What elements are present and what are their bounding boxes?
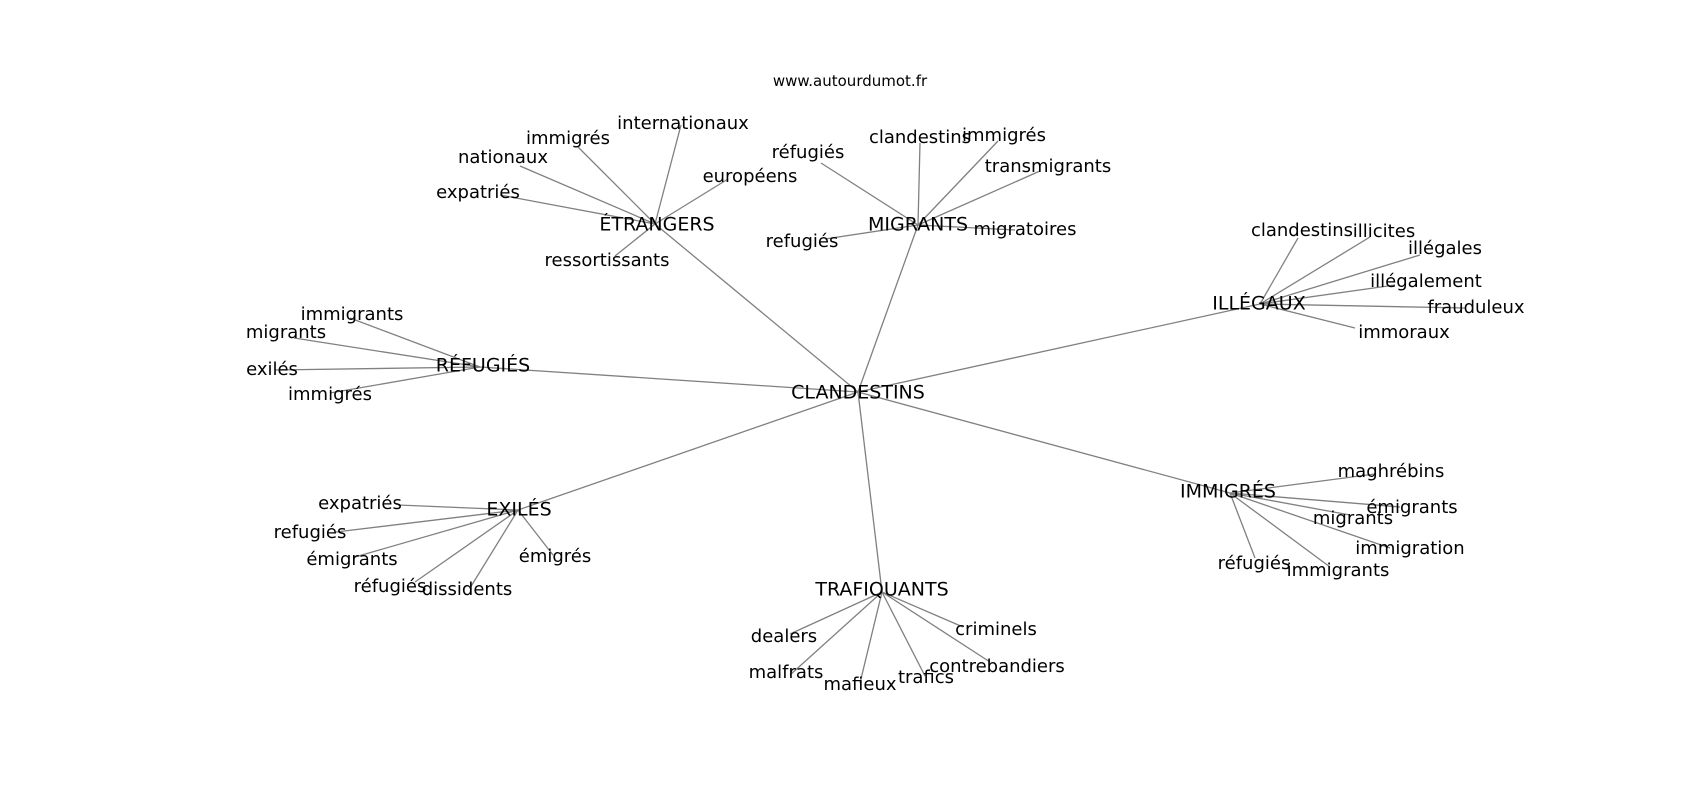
edge-exiles-dissidents	[469, 509, 519, 589]
edge-illegaux-illicites	[1259, 236, 1371, 305]
edge-exiles-emigrants	[354, 509, 519, 558]
leaf-node-migrants[interactable]: migrants	[246, 322, 326, 343]
hub-node-migrants[interactable]: MIGRANTS	[868, 214, 968, 236]
leaf-node-immigration[interactable]: immigration	[1355, 538, 1464, 559]
edge-exiles-emigres	[517, 509, 554, 556]
edge-exiles-refugies	[335, 509, 519, 533]
leaf-node-migratoires[interactable]: migratoires	[974, 219, 1077, 240]
leaf-node-immigrants[interactable]: immigrants	[301, 304, 404, 325]
edge-refugies-migrants	[293, 337, 481, 368]
leaf-node-exiles[interactable]: exilés	[246, 359, 298, 380]
edge-immigres-immigration	[1229, 492, 1391, 549]
hub-node-illegaux[interactable]: ILLÉGAUX	[1212, 292, 1305, 315]
edge-illegaux-clandestins	[1259, 237, 1299, 305]
leaf-node-criminels[interactable]: criminels	[955, 619, 1037, 640]
edge-etrangers-expatries	[499, 194, 656, 225]
edge-refugies-immigrants	[349, 317, 481, 368]
root-node-label[interactable]: CLANDESTINS	[791, 382, 925, 404]
edge-illegaux-immoraux	[1259, 303, 1356, 329]
edge-refugies-immigres	[329, 366, 481, 394]
edge-root-immigres	[857, 391, 1231, 494]
edges	[274, 124, 1466, 684]
leaf-node-clandestins[interactable]: clandestins	[1251, 220, 1353, 241]
leaf-node-immigres[interactable]: immigrés	[526, 128, 610, 149]
leaf-node-contrebandiers[interactable]: contrebandiers	[929, 656, 1065, 677]
leaf-node-dissidents[interactable]: dissidents	[422, 579, 513, 600]
edge-migrants-immigres	[917, 140, 999, 226]
hub-node-immigres[interactable]: IMMIGRÉS	[1180, 480, 1276, 503]
leaf-node-frauduleux[interactable]: frauduleux	[1427, 297, 1524, 318]
leaf-node-migrants[interactable]: migrants	[1313, 508, 1393, 529]
leaf-node-maghrebins[interactable]: maghrébins	[1338, 461, 1445, 482]
edge-root-exiles	[517, 391, 859, 511]
edge-illegaux-illegalement	[1259, 284, 1396, 305]
leaf-node-transmigrants[interactable]: transmigrants	[985, 156, 1112, 177]
edge-etrangers-ressortissants	[614, 223, 656, 257]
leaf-node-immigres[interactable]: immigrés	[962, 125, 1046, 146]
leaf-node-expatries[interactable]: expatriés	[318, 493, 402, 514]
edge-trafiquants-contrebandiers	[881, 591, 991, 663]
leaf-node-refugies[interactable]: réfugiés	[1218, 553, 1291, 574]
watermark: www.autourdumot.fr	[772, 72, 928, 90]
labels: CLANDESTINS ÉTRANGERS internationaux immigr…	[246, 113, 1525, 695]
leaf-node-nationaux[interactable]: nationaux	[458, 147, 548, 168]
leaf-node-europeens[interactable]: européens	[703, 166, 798, 187]
edge-trafiquants-malfrats	[789, 591, 883, 676]
leaf-node-malfrats[interactable]: malfrats	[749, 662, 824, 683]
edge-root-trafiquants	[857, 391, 883, 593]
edge-illegaux-frauduleux	[1259, 303, 1466, 309]
edge-trafiquants-mafieux	[859, 591, 883, 684]
edge-refugies-exiles	[274, 366, 481, 371]
edge-root-refugies	[479, 366, 859, 393]
edge-etrangers-europeens	[654, 178, 729, 225]
leaf-node-immigrants[interactable]: immigrants	[1287, 560, 1390, 581]
leaf-node-illicites[interactable]: illicites	[1353, 221, 1415, 242]
edge-migrants-refugies	[820, 162, 919, 226]
leaf-node-expatries[interactable]: expatriés	[436, 182, 520, 203]
leaf-node-refugies[interactable]: refugiés	[766, 231, 839, 252]
leaf-node-ressortissants[interactable]: ressortissants	[545, 250, 670, 271]
leaf-node-dealers[interactable]: dealers	[751, 626, 817, 647]
edge-exiles-expatries	[397, 504, 519, 511]
leaf-node-illegales[interactable]: illégales	[1408, 238, 1482, 259]
leaf-node-refugies[interactable]: refugiés	[274, 522, 347, 543]
edge-immigres-emigrants	[1229, 492, 1401, 508]
leaf-node-illegalement[interactable]: illégalement	[1370, 271, 1482, 292]
leaf-node-emigres[interactable]: émigrés	[519, 546, 592, 567]
leaf-node-mafieux[interactable]: mafieux	[823, 674, 896, 695]
edge-migrants-migratoires	[917, 224, 1016, 231]
edge-trafiquants-dealers	[789, 591, 883, 635]
hub-node-refugies[interactable]: RÉFUGIÉS	[436, 354, 530, 377]
edge-etrangers-nationaux	[519, 165, 656, 225]
edge-root-illegaux	[857, 303, 1261, 393]
edge-root-etrangers	[654, 223, 859, 393]
leaf-node-emigrants[interactable]: émigrants	[1366, 497, 1457, 518]
edge-immigres-refugies	[1229, 492, 1256, 559]
edge-illegaux-illegales	[1259, 254, 1421, 305]
edge-exiles-refugies	[414, 509, 519, 583]
edge-etrangers-internationaux	[654, 124, 682, 225]
leaf-node-immigres[interactable]: immigrés	[288, 384, 372, 405]
edge-etrangers-immigres	[577, 146, 656, 225]
edge-migrants-transmigrants	[917, 170, 1041, 226]
edge-migrants-refugies	[824, 224, 919, 240]
edge-root-migrants	[857, 224, 919, 393]
leaf-node-refugies[interactable]: réfugiés	[772, 142, 845, 163]
edge-immigres-maghrebins	[1229, 473, 1376, 494]
edge-migrants-clandestins	[917, 142, 921, 226]
edge-immigres-migrants	[1229, 492, 1351, 516]
hub-node-trafiquants[interactable]: TRAFIQUANTS	[814, 579, 948, 601]
leaf-node-trafics[interactable]: trafics	[898, 667, 954, 688]
leaf-node-immoraux[interactable]: immoraux	[1358, 322, 1450, 343]
leaf-node-internationaux[interactable]: internationaux	[617, 113, 749, 134]
edge-trafiquants-criminels	[881, 591, 964, 628]
hub-node-exiles[interactable]: EXILÉS	[486, 498, 551, 521]
leaf-node-emigrants[interactable]: émigrants	[306, 549, 397, 570]
edge-trafiquants-trafics	[881, 591, 926, 677]
hub-node-etrangers[interactable]: ÉTRANGERS	[599, 213, 714, 236]
edge-immigres-immigrants	[1229, 492, 1331, 568]
leaf-node-refugies[interactable]: réfugiés	[354, 576, 427, 597]
leaf-node-clandestins[interactable]: clandestins	[869, 127, 971, 148]
